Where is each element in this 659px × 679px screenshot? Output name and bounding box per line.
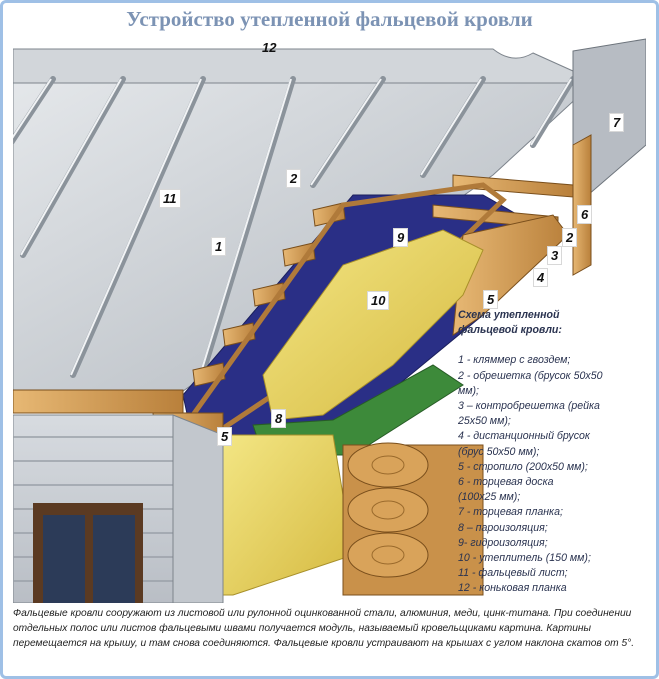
label-2-right: 2	[562, 228, 577, 247]
legend-item: 2 - обрешетка (брусок 50х50	[458, 369, 643, 384]
label-3: 3	[547, 246, 562, 265]
legend-item: 9- гидроизоляция;	[458, 536, 643, 551]
label-7: 7	[609, 113, 624, 132]
label-5-right: 5	[483, 290, 498, 309]
eave-board	[13, 390, 183, 413]
label-6: 6	[577, 205, 592, 224]
legend-item: 1 - кляммер с гвоздем;	[458, 353, 643, 368]
legend-item: мм);	[458, 384, 643, 399]
legend-item: (брус 50х50 мм);	[458, 445, 643, 460]
label-8: 8	[271, 409, 286, 428]
label-10: 10	[367, 291, 389, 310]
label-12: 12	[259, 39, 279, 56]
legend-item: 25х50 мм);	[458, 414, 643, 429]
label-9: 9	[393, 228, 408, 247]
legend-title: Схема утепленной фальцевой кровли:	[458, 308, 643, 338]
label-2-top: 2	[286, 169, 301, 188]
label-1: 1	[211, 237, 226, 256]
label-5-left: 5	[217, 427, 232, 446]
wall-insulation	[223, 435, 353, 595]
ridge-plank	[13, 45, 623, 83]
diagram-title: Устройство утепленной фальцевой кровли	[3, 7, 656, 32]
legend-item: 3 – контробрешетка (рейка	[458, 399, 643, 414]
window	[33, 503, 143, 603]
caption-text: Фальцевые кровли сооружают из листовой и…	[13, 606, 648, 651]
siding-side	[173, 415, 223, 603]
legend-item: 5 - стропило (200х50 мм);	[458, 460, 643, 475]
legend-item: 6 - торцевая доска	[458, 475, 643, 490]
legend-item: 7 - торцевая планка;	[458, 505, 643, 520]
legend-item: 4 - дистанционный брусок	[458, 429, 643, 444]
legend-item: 11 - фальцевый лист;	[458, 566, 643, 581]
legend: Схема утепленной фальцевой кровли: 1 - к…	[458, 308, 643, 597]
legend-item: 10 - утеплитель (150 мм);	[458, 551, 643, 566]
legend-item: 12 - коньковая планка	[458, 581, 643, 596]
label-11: 11	[159, 189, 181, 208]
legend-item: (100х25 мм);	[458, 490, 643, 505]
legend-item: 8 – пароизоляция;	[458, 521, 643, 536]
label-4: 4	[533, 268, 548, 287]
